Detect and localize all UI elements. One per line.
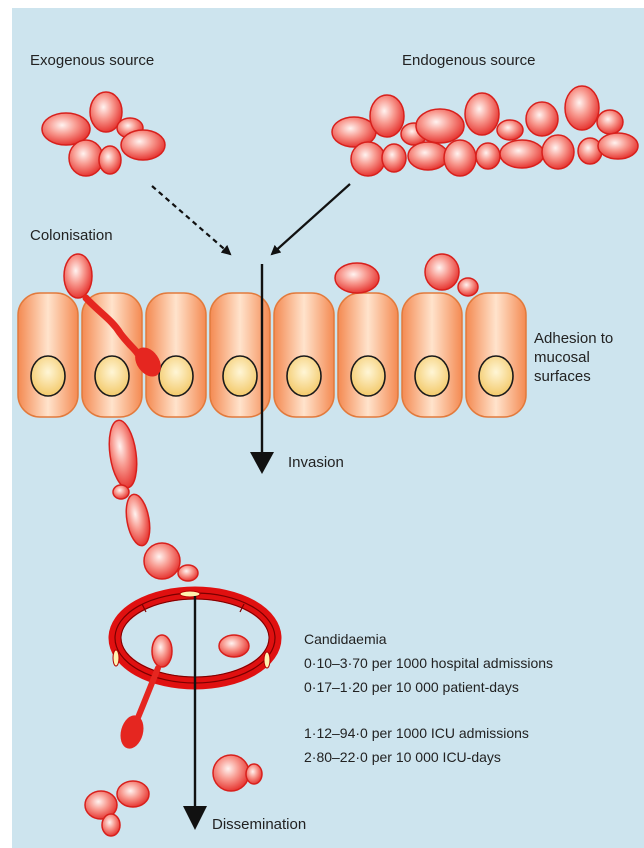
icu-admissions-rate: 1·12–94·0 per 1000 ICU admissions	[304, 721, 553, 745]
endogenous-source-label: Endogenous source	[402, 52, 535, 70]
dissemination-label: Dissemination	[212, 816, 306, 834]
candidaemia-title: Candidaemia	[304, 627, 553, 651]
icu-days-rate: 2·80–22·0 per 10 000 ICU-days	[304, 745, 553, 769]
candidaemia-statistics: Candidaemia 0·10–3·70 per 1000 hospital …	[304, 627, 553, 769]
colonisation-label: Colonisation	[30, 227, 113, 245]
diagram-panel: Exogenous source Endogenous source Colon…	[12, 8, 644, 848]
exogenous-source-label: Exogenous source	[30, 52, 154, 70]
invasion-label: Invasion	[288, 454, 344, 472]
adhesion-label-line2: mucosal	[534, 349, 590, 367]
hospital-admissions-rate: 0·10–3·70 per 1000 hospital admissions	[304, 651, 553, 675]
adhesion-label-line3: surfaces	[534, 368, 591, 386]
adhesion-label-line1: Adhesion to	[534, 330, 613, 348]
patient-days-rate: 0·17–1·20 per 10 000 patient-days	[304, 675, 553, 699]
statistics-spacer	[304, 699, 553, 721]
